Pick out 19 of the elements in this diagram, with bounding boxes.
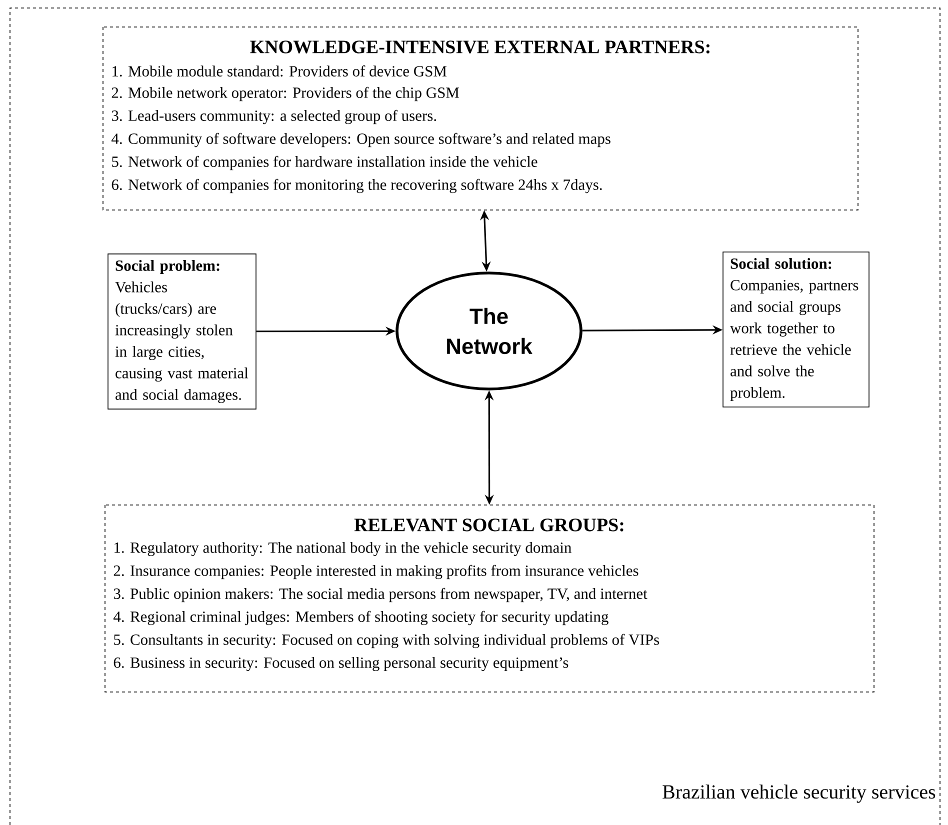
list-item: 5. Network of companies for hardware installation inside the vehicle xyxy=(112,156,538,170)
list-item: 6. Network of companies for monitoring the recovering software 24hs x 7days. xyxy=(112,178,602,194)
dashed-box xyxy=(102,26,858,210)
list-item: 4. Community of software developers: Open source software’s and related maps xyxy=(112,132,610,148)
dashed-box xyxy=(104,504,874,692)
list-item: 3. Lead-users community: a selected group of users. xyxy=(112,110,436,124)
heading: RELEVANT SOCIAL GROUPS: xyxy=(354,518,624,532)
list-item: 1. Regulatory authority: The national body in the vehicle security domain xyxy=(114,542,572,556)
text-box: Social solution: Companies, partners and social groups work together to retrieve the vehicle and solve the problem. xyxy=(722,252,870,408)
list-item: 3. Public opinion makers: The social media persons from newspaper, TV, and internet xyxy=(114,588,648,602)
list-item: 2. Mobile network operator: Providers of the chip GSM xyxy=(112,86,460,102)
list-item: 4. Regional criminal judges: Members of shooting society for security updating xyxy=(114,610,608,626)
list-item: 1. Mobile module standard: Providers of device GSM xyxy=(112,65,447,77)
list-item: 2. Insurance companies: People interested in making profits from insurance vehicles xyxy=(114,564,638,580)
list-item: 6. Business in security: Focused on selling personal security equipment’s xyxy=(114,656,568,672)
list-item: 5. Consultants in security: Focused on coping with solving individual problems of VIPs xyxy=(114,634,660,648)
heading: KNOWLEDGE-INTENSIVE EXTERNAL PARTNERS: xyxy=(250,40,710,54)
text-box: Social problem: Vehicles (trucks/cars) are increasingly stolen in large cities, causing vast material and social damages. xyxy=(108,254,256,410)
caption: Brazilian vehicle security services xyxy=(662,784,936,803)
